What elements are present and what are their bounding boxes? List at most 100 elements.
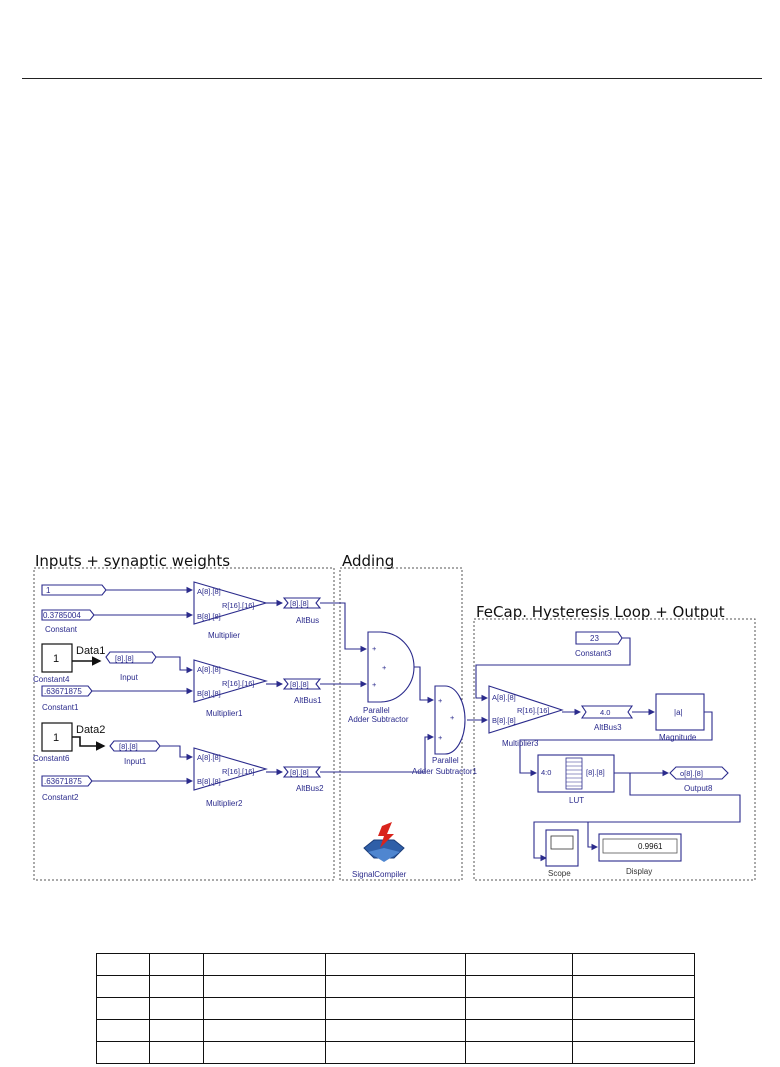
signalcompiler-label: SignalCompiler [352,870,407,879]
table-cell [465,1041,573,1064]
magnitude-block[interactable] [655,693,705,731]
multiplier-port-a: A[8].[8] [197,587,221,596]
table-row [96,975,695,998]
table-cell [96,997,150,1020]
display-label: Display [626,867,652,876]
empty-table [96,953,695,1064]
table-cell [325,1041,466,1064]
lut-out: [8].[8] [586,768,605,777]
adder1-plus-3: + [438,733,443,742]
constant4-label: Constant4 [33,675,70,684]
table-cell [96,953,150,976]
adder-plus-1: + [372,644,377,653]
altbus-block[interactable] [282,597,322,609]
table-body [96,953,695,1064]
table-cell [149,953,204,976]
multiplier-port-b: B[8].[8] [197,612,221,621]
inputs-title: Inputs + synaptic weights [35,552,230,570]
multiplier-label: Multiplier [208,631,240,640]
constant-1-value: 1 [46,586,51,595]
wire-data2 [72,736,106,751]
adder1-block[interactable] [434,685,466,755]
altbus-label: AltBus [296,616,319,625]
table-cell [572,975,695,998]
table-cell [96,1041,150,1064]
table-cell [325,953,466,976]
data2-label: Data2 [76,724,105,736]
scope-screen-icon [550,835,574,850]
scope-label: Scope [548,869,571,878]
table-cell [96,1019,150,1042]
input1-bus: [8].[8] [119,742,138,751]
multiplier3-port-r: R[16].[16] [517,706,550,715]
adder1-label-1: Parallel [432,756,459,765]
wire-altbus-adder [320,602,368,653]
multiplier-block[interactable] [193,581,268,625]
table-cell [325,997,466,1020]
multiplier2-block[interactable] [193,747,268,791]
constant2-value: .63671875 [44,777,82,786]
magnitude-value: |a| [674,708,683,717]
table-cell [203,1019,326,1042]
altbus3-value: 4.0 [600,708,610,717]
magnitude-label: Magnitude [659,733,697,742]
constant-1-block[interactable] [41,584,107,596]
constant6-value: 1 [53,732,59,744]
multiplier1-port-r: R[16].[16] [222,679,255,688]
table-cell [149,1019,204,1042]
region-output [473,618,756,881]
wire-magnitude-lut [519,711,713,777]
multiplier3-port-b: B[8].[8] [492,716,516,725]
top-rule [22,78,762,79]
wire-altbus2-adder1 [320,733,435,773]
wire-lut-scope [533,773,741,862]
table-cell [149,975,204,998]
constant1-block[interactable] [41,685,93,697]
table-row [96,1041,695,1064]
adder-block[interactable] [367,631,415,703]
constant2-label: Constant2 [42,793,79,802]
table-cell [572,953,695,976]
constant1-label: Constant1 [42,703,79,712]
constant3-value: 23 [590,634,599,643]
altbus2-block[interactable] [282,766,322,778]
altbus3-block[interactable] [580,705,634,719]
constant6-block[interactable] [41,722,73,752]
multiplier1-label: Multiplier1 [206,709,243,718]
altbus2-label: AltBus2 [296,784,324,793]
table-cell [572,1019,695,1042]
simulink-diagram: Inputs + synaptic weights Adding FeCap. … [33,552,756,881]
adder-plus-2: + [382,663,387,672]
multiplier2-port-b: B[8].[8] [197,777,221,786]
constant4-value: 1 [53,653,59,665]
wire-input-mult1 [156,656,194,674]
adder1-label-2: Adder Subtractor1 [412,767,477,776]
multiplier3-block[interactable] [488,685,564,734]
table-cell [203,1041,326,1064]
table-cell [465,953,573,976]
altbus1-label: AltBus1 [294,696,322,705]
region-inputs [33,567,335,881]
lut-table-lines [566,761,582,787]
constant1-value: .63671875 [44,687,82,696]
multiplier1-block[interactable] [193,659,268,703]
altbus3-label: AltBus3 [594,723,622,732]
constant3-block[interactable] [575,631,623,645]
signalcompiler-icon[interactable] [363,822,405,862]
table-cell [572,1041,695,1064]
adder1-plus-2: + [450,713,455,722]
multiplier1-port-b: B[8].[8] [197,689,221,698]
constant2-block[interactable] [41,775,93,787]
multiplier3-port-a: A[8].[8] [492,693,516,702]
constant-label: Constant [45,625,78,634]
adder-label-1: Parallel [363,706,390,715]
constant-value: 0.3785004 [43,611,81,620]
constant4-block[interactable] [41,643,73,673]
multiplier2-port-r: R[16].[16] [222,767,255,776]
output8-block[interactable] [669,766,729,780]
altbus1-block[interactable] [282,678,322,690]
table-cell [465,997,573,1020]
lut-table-icon [565,757,583,790]
constant-block[interactable] [41,609,95,621]
table-cell [325,975,466,998]
